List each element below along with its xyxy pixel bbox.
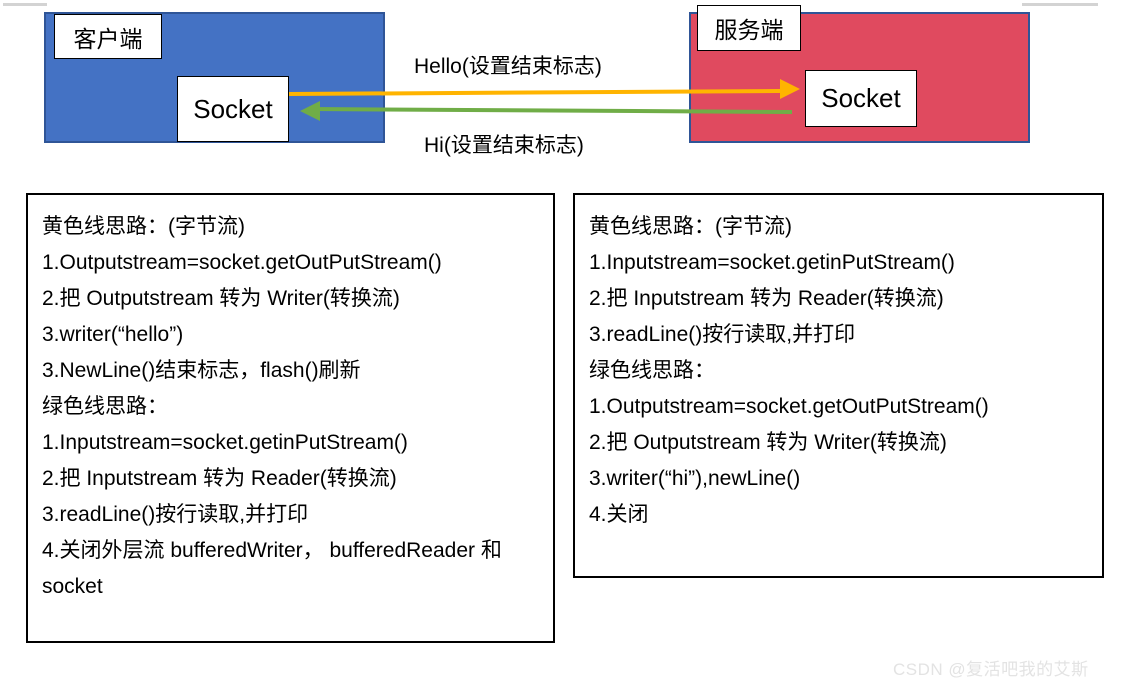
- server-notes-panel: 黄色线思路：(字节流) 1.Inputstream=socket.getinPu…: [573, 193, 1104, 578]
- note-line: 3.readLine()按行读取,并打印: [42, 503, 309, 526]
- client-socket-label: Socket: [193, 93, 273, 124]
- client-notes-panel: 黄色线思路：(字节流) 1.Outputstream=socket.getOut…: [26, 193, 555, 643]
- server-socket-label: Socket: [821, 83, 901, 113]
- note-line: 1.Outputstream=socket.getOutPutStream(): [42, 251, 442, 274]
- top-edge-artifact-right: [1022, 3, 1098, 6]
- top-edge-artifact-left: [3, 3, 47, 6]
- hello-arrow-caption: Hello(设置结束标志): [414, 55, 602, 78]
- note-line: 3.writer(“hello”): [42, 323, 184, 346]
- note-line: 4.关闭外层流 bufferedWriter， bufferedReader 和…: [42, 539, 508, 598]
- server-socket-box: Socket: [805, 70, 917, 127]
- csdn-watermark: CSDN @复活吧我的艾斯: [893, 660, 1089, 679]
- note-line: 3.readLine()按行读取,并打印: [589, 323, 856, 346]
- client-label-chip: 客户端: [54, 14, 162, 59]
- note-line: 1.Inputstream=socket.getinPutStream(): [42, 431, 408, 454]
- note-line: 2.把 Inputstream 转为 Reader(转换流): [589, 287, 944, 310]
- note-line: 2.把 Inputstream 转为 Reader(转换流): [42, 467, 397, 490]
- note-line: 黄色线思路：(字节流): [589, 215, 792, 238]
- client-label-text: 客户端: [73, 26, 143, 53]
- client-socket-box: Socket: [177, 76, 289, 142]
- note-line: 2.把 Outputstream 转为 Writer(转换流): [589, 431, 947, 454]
- note-line: 2.把 Outputstream 转为 Writer(转换流): [42, 287, 400, 310]
- note-line: 3.writer(“hi”),newLine(): [589, 467, 801, 490]
- note-line: 黄色线思路：(字节流): [42, 215, 245, 238]
- hi-arrow-caption: Hi(设置结束标志): [424, 134, 584, 157]
- note-line: 绿色线思路：: [42, 395, 168, 418]
- note-line: 3.NewLine()结束标志，flash()刷新: [42, 359, 361, 382]
- note-line: 4.关闭: [589, 503, 649, 526]
- note-line: 1.Outputstream=socket.getOutPutStream(): [589, 395, 989, 418]
- server-label-text: 服务端: [714, 18, 784, 44]
- server-label-chip: 服务端: [697, 5, 801, 51]
- note-line: 绿色线思路：: [589, 359, 715, 382]
- note-line: 1.Inputstream=socket.getinPutStream(): [589, 251, 955, 274]
- hi-arrowhead-icon: [300, 101, 320, 121]
- hello-arrowhead-icon: [780, 79, 800, 99]
